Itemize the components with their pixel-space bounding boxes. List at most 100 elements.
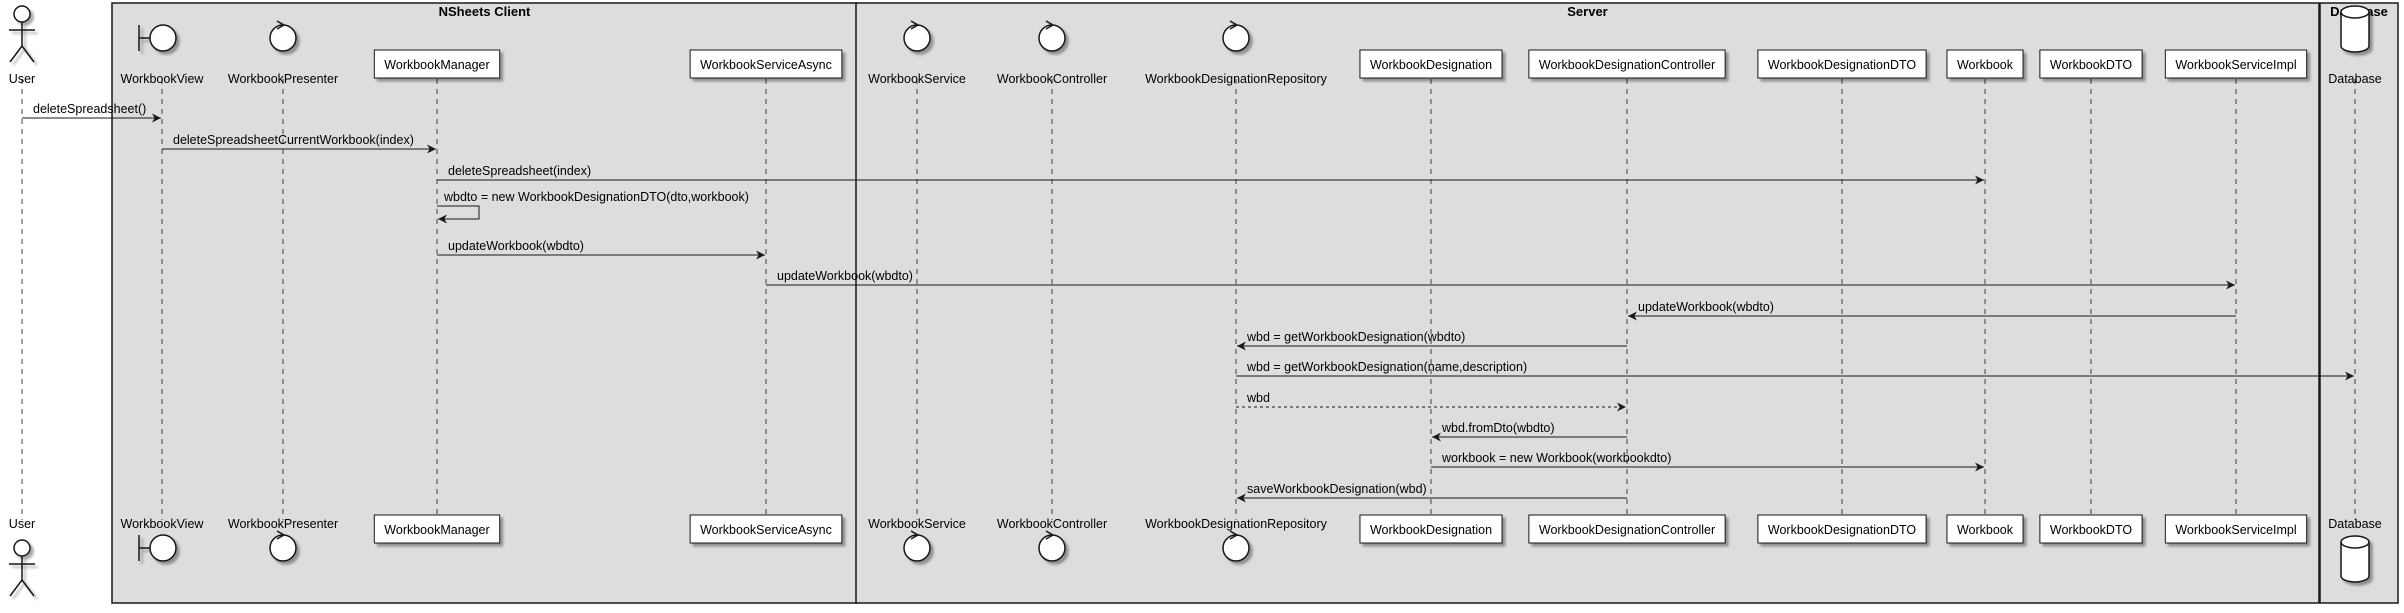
participant-box bbox=[2164, 514, 2308, 544]
participant-top-wbctrl: WorkbookController bbox=[997, 20, 1107, 86]
participant-label: WorkbookDTO bbox=[2050, 523, 2132, 537]
participant-top-wb: Workbook bbox=[1946, 49, 2024, 79]
participant-bottom-user: User bbox=[9, 517, 35, 597]
participant-box bbox=[2039, 514, 2143, 544]
participant-bottom-wbd: WorkbookDesignation bbox=[1359, 514, 1503, 544]
message-label: wbd bbox=[1246, 391, 1270, 405]
participant-bottom-wbmgr: WorkbookManager bbox=[373, 514, 501, 544]
control-icon bbox=[1222, 530, 1250, 562]
participant-bottom-wbdctrl: WorkbookDesignationController bbox=[1528, 514, 1726, 544]
control-icon bbox=[269, 20, 297, 52]
message-label: deleteSpreadsheet() bbox=[33, 102, 146, 116]
participant-box bbox=[1528, 514, 1726, 544]
message-label: deleteSpreadsheet(index) bbox=[448, 164, 591, 178]
database-icon bbox=[2340, 535, 2370, 583]
lifelines-layer bbox=[21, 79, 2356, 520]
participant-label: User bbox=[9, 517, 35, 531]
participant-label: WorkbookServiceImpl bbox=[2175, 523, 2296, 537]
message-7: updateWorkbook(wbdto) bbox=[1628, 300, 2236, 321]
participant-box bbox=[1946, 514, 2024, 544]
participant-bottom-wb: Workbook bbox=[1946, 514, 2024, 544]
participant-label: WorkbookController bbox=[997, 72, 1107, 86]
participant-bottom-wbdto: WorkbookDTO bbox=[2039, 514, 2143, 544]
participant-label: WorkbookDTO bbox=[2050, 58, 2132, 72]
participant-box bbox=[1757, 514, 1927, 544]
participant-bottom-wbpres: WorkbookPresenter bbox=[228, 517, 338, 562]
participant-label: WorkbookDesignation bbox=[1370, 58, 1492, 72]
control-icon bbox=[1038, 20, 1066, 52]
message-12: workbook = new Workbook(workbookdto) bbox=[1431, 451, 1984, 472]
message-label: wbd = getWorkbookDesignation(name,descri… bbox=[1246, 360, 1527, 374]
participant-top-wbdctrl: WorkbookDesignationController bbox=[1528, 49, 1726, 79]
participant-label: WorkbookDesignationController bbox=[1539, 58, 1715, 72]
participant-label: WorkbookService bbox=[868, 72, 966, 86]
participant-bottom-wbddto: WorkbookDesignationDTO bbox=[1757, 514, 1927, 544]
participant-top-user: User bbox=[9, 5, 35, 86]
messages-layer: deleteSpreadsheet() deleteSpreadsheetCurr… bbox=[22, 102, 2354, 503]
participant-top-db: Database bbox=[2328, 5, 2382, 86]
participant-box bbox=[689, 49, 843, 79]
participant-bottom-wbdrepo: WorkbookDesignationRepository bbox=[1145, 517, 1328, 562]
message-label: wbd.fromDto(wbdto) bbox=[1441, 421, 1555, 435]
control-icon bbox=[903, 20, 931, 52]
participant-bottom-wbview: WorkbookView bbox=[121, 517, 204, 562]
participant-box bbox=[373, 514, 501, 544]
participant-box bbox=[2164, 49, 2308, 79]
boxes-layer: NSheets ClientServerDatabase bbox=[111, 2, 2399, 604]
participant-top-wbsvc: WorkbookService bbox=[868, 20, 966, 86]
actor-icon bbox=[9, 5, 35, 63]
database-icon bbox=[2340, 5, 2370, 53]
message-label: wbd = getWorkbookDesignation(wbdto) bbox=[1246, 330, 1465, 344]
control-icon bbox=[903, 530, 931, 562]
participant-label: Workbook bbox=[1957, 523, 2014, 537]
participant-bottom-wbsvc: WorkbookService bbox=[868, 517, 966, 562]
participant-label: WorkbookDesignation bbox=[1370, 523, 1492, 537]
participant-label: Workbook bbox=[1957, 58, 2014, 72]
control-icon bbox=[269, 530, 297, 562]
participant-top-wbmgr: WorkbookManager bbox=[373, 49, 501, 79]
participant-label: WorkbookDesignationController bbox=[1539, 523, 1715, 537]
participant-label: WorkbookService bbox=[868, 517, 966, 531]
participant-label: WorkbookDesignationDTO bbox=[1768, 523, 1916, 537]
participant-label: WorkbookPresenter bbox=[228, 517, 338, 531]
message-label: wbdto = new WorkbookDesignationDTO(dto,w… bbox=[443, 190, 749, 204]
message-3: deleteSpreadsheet(index) bbox=[437, 164, 1984, 185]
participant-box bbox=[1946, 49, 2024, 79]
participant-label: WorkbookDesignationRepository bbox=[1145, 72, 1328, 86]
participant-label: WorkbookManager bbox=[384, 58, 489, 72]
message-8: wbd = getWorkbookDesignation(wbdto) bbox=[1237, 330, 1627, 351]
message-9: wbd = getWorkbookDesignation(name,descri… bbox=[1236, 360, 2354, 381]
group-box-title: Server bbox=[1567, 4, 1607, 19]
participant-label: WorkbookPresenter bbox=[228, 72, 338, 86]
message-6: updateWorkbook(wbdto) bbox=[766, 269, 2235, 290]
group-box-database bbox=[2319, 2, 2399, 604]
participant-label: WorkbookServiceAsync bbox=[700, 523, 832, 537]
participant-label: WorkbookView bbox=[121, 72, 205, 86]
group-box-server bbox=[855, 2, 2320, 604]
participant-heads-layer: UserUserWorkbookViewWorkbookViewWorkbook… bbox=[9, 5, 2382, 597]
participant-box bbox=[1359, 514, 1503, 544]
participant-label: Database bbox=[2328, 517, 2382, 531]
participant-box bbox=[1359, 49, 1503, 79]
participant-box bbox=[689, 514, 843, 544]
message-2: deleteSpreadsheetCurrentWorkbook(index) bbox=[162, 133, 436, 154]
participant-label: WorkbookDesignationDTO bbox=[1768, 58, 1916, 72]
message-label: workbook = new Workbook(workbookdto) bbox=[1441, 451, 1671, 465]
message-label: updateWorkbook(wbdto) bbox=[1638, 300, 1774, 314]
participant-bottom-db: Database bbox=[2328, 517, 2382, 583]
participant-bottom-wbsa: WorkbookServiceAsync bbox=[689, 514, 843, 544]
participant-box bbox=[1528, 49, 1726, 79]
message-label: updateWorkbook(wbdto) bbox=[777, 269, 913, 283]
participant-top-wbdrepo: WorkbookDesignationRepository bbox=[1145, 20, 1328, 86]
participant-label: WorkbookServiceImpl bbox=[2175, 58, 2296, 72]
message-5: updateWorkbook(wbdto) bbox=[437, 239, 765, 260]
participant-top-wbpres: WorkbookPresenter bbox=[228, 20, 338, 86]
boundary-icon bbox=[138, 534, 177, 562]
actor-icon bbox=[9, 539, 35, 597]
group-box-client bbox=[111, 2, 858, 604]
message-11: wbd.fromDto(wbdto) bbox=[1432, 421, 1627, 442]
message-label: saveWorkbookDesignation(wbd) bbox=[1247, 482, 1427, 496]
participant-box bbox=[1757, 49, 1927, 79]
participant-label: WorkbookServiceAsync bbox=[700, 58, 832, 72]
message-4: wbdto = new WorkbookDesignationDTO(dto,w… bbox=[437, 190, 749, 224]
